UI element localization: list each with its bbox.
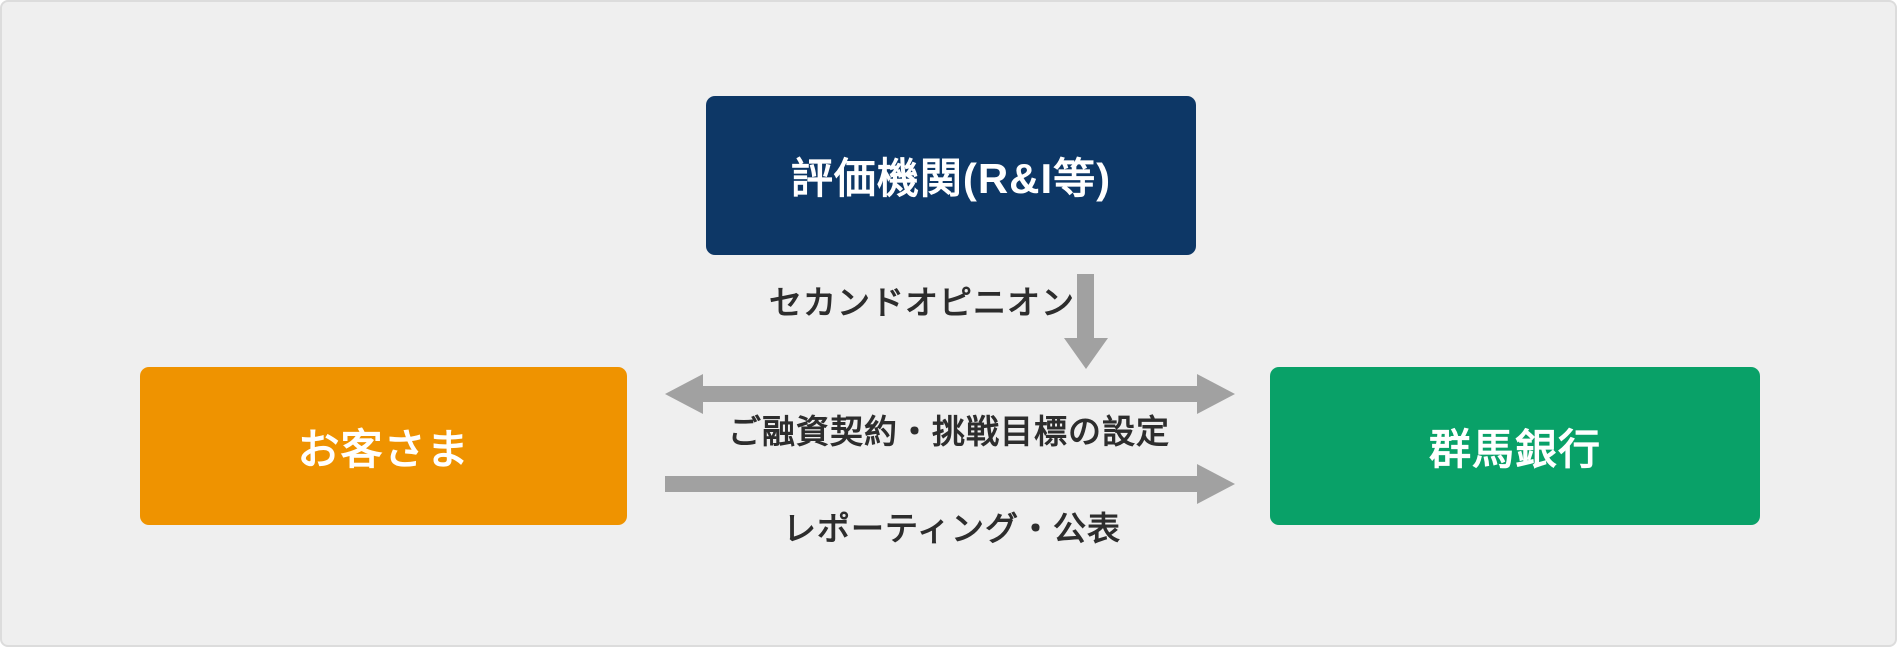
arrow-bidirectional-icon xyxy=(703,386,1197,402)
arrow-down-icon xyxy=(1077,274,1094,338)
flow-label-reporting: レポーティング・公表 xyxy=(782,510,1122,547)
arrow-right-head-icon xyxy=(1197,374,1235,414)
arrow-left-head-icon xyxy=(665,374,703,414)
node-gunma-bank-label: 群馬銀行 xyxy=(1428,425,1601,473)
node-customer-label: お客さま xyxy=(297,425,470,473)
arrow-down-head-icon xyxy=(1064,338,1108,369)
flow-label-second-opinion: セカンドオピニオン xyxy=(769,284,1075,321)
arrow-right-report-head-icon xyxy=(1197,464,1235,504)
node-evaluation-agency: 評価機関(R&I等) xyxy=(706,96,1196,255)
flow-label-loan-contract: ご融資契約・挑戦目標の設定 xyxy=(728,413,1170,450)
node-evaluation-agency-label: 評価機関(R&I等) xyxy=(790,155,1112,202)
node-customer: お客さま xyxy=(140,367,627,525)
arrow-right-icon xyxy=(665,476,1197,492)
node-gunma-bank: 群馬銀行 xyxy=(1270,367,1760,525)
